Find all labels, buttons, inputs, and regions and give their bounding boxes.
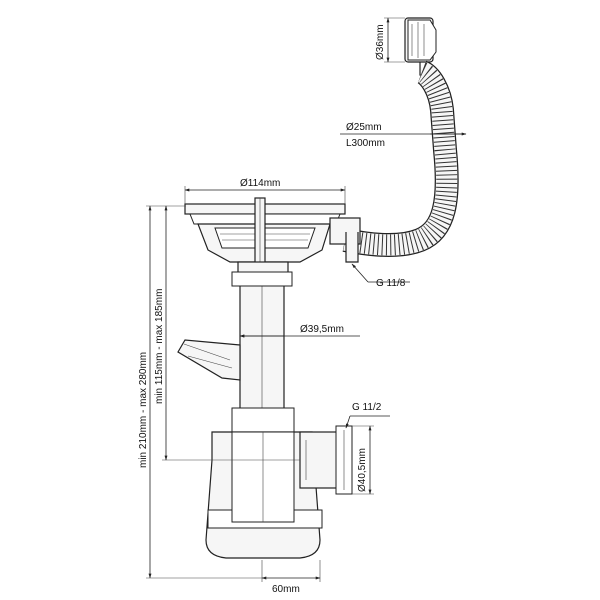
overflow-hose [342,60,459,257]
label-outlet-diameter: Ø40,5mm [357,448,368,492]
label-pipe-diameter: Ø39,5mm [300,324,344,335]
label-strainer-diameter: Ø114mm [240,178,280,189]
outlet-connector [299,425,353,495]
appliance-inlet [177,339,241,381]
label-overflow-hose-length: L300mm [346,138,385,149]
label-height-inner: min 115mm - max 185mm [154,289,165,404]
label-outlet-thread: G 11/2 [352,402,382,413]
trap-body [205,407,323,559]
label-trap-width: 60mm [272,584,300,595]
strainer-basket [184,197,361,279]
label-height-total: min 210mm - max 280mm [138,352,149,468]
label-overflow-thread: G 11/8 [376,278,406,289]
label-overflow-hose-diameter: Ø25mm [346,122,382,133]
label-overflow-head-diameter: Ø36mm [375,24,386,60]
vertical-pipe [231,271,293,411]
